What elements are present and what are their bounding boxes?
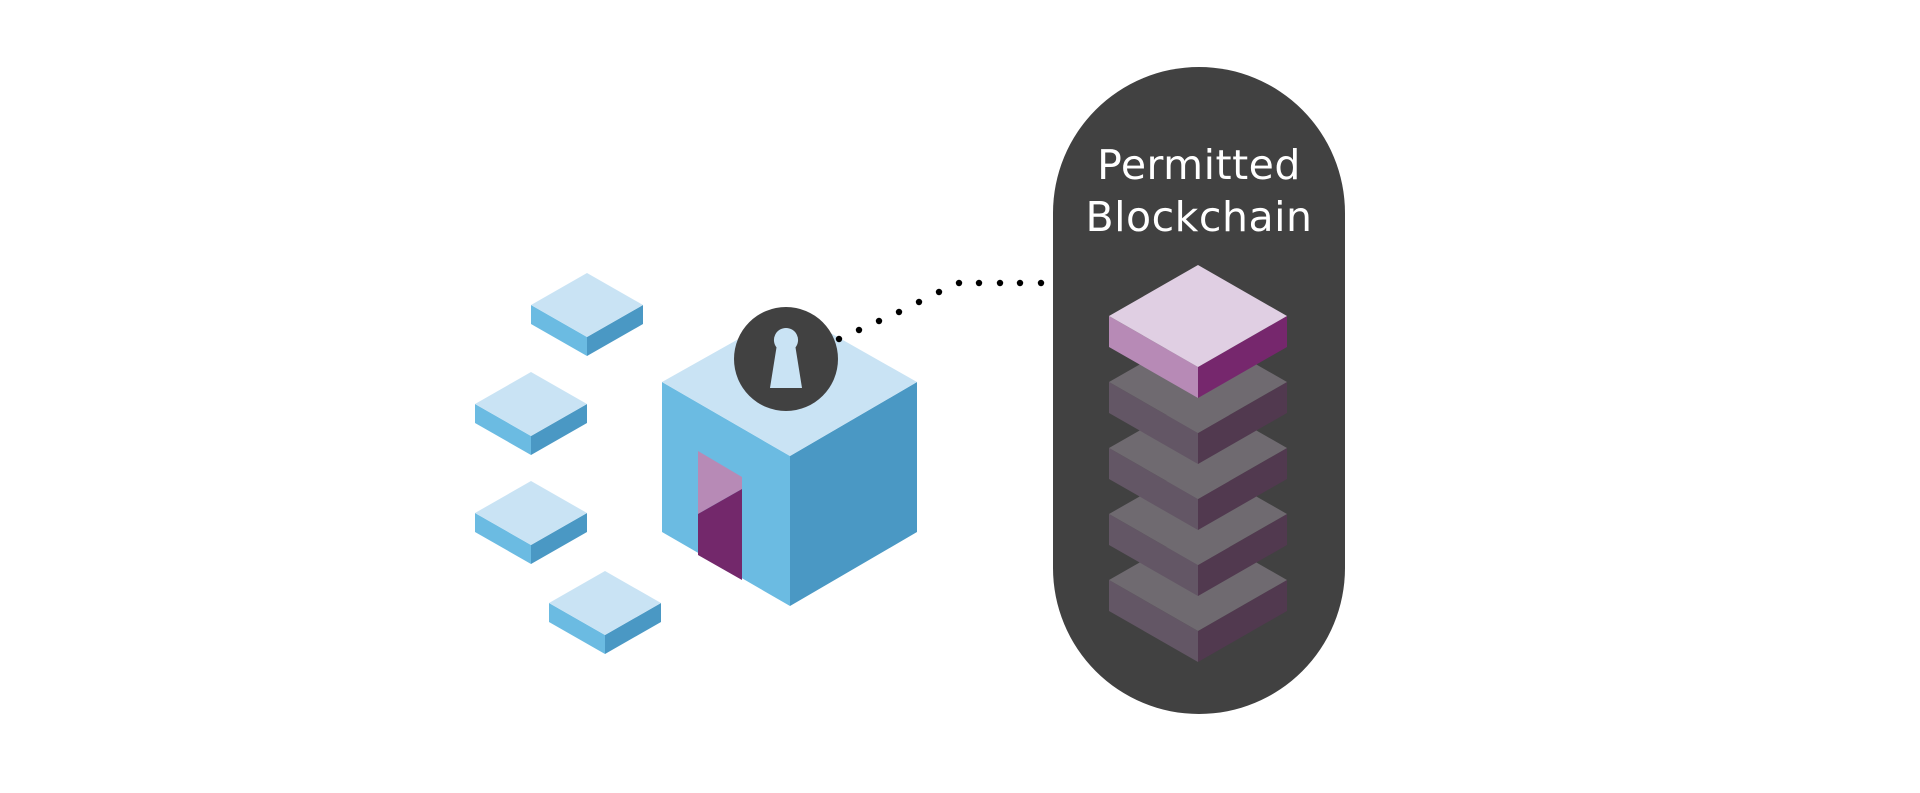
door-lower-panel: [698, 489, 742, 580]
keyhole-icon: [770, 327, 802, 388]
chain-block-1-right-face: [1198, 316, 1287, 398]
data-tile-3: [475, 481, 587, 564]
connector-dot: [895, 308, 903, 316]
data-tile-2-left-face: [475, 404, 531, 455]
lock-badge: [734, 307, 838, 411]
connector-dot: [996, 279, 1004, 287]
chain-block-4-left-face: [1109, 514, 1198, 596]
chain-block-5-left-face: [1109, 580, 1198, 662]
connector-dot: [955, 279, 963, 287]
cube-right-face: [790, 382, 917, 606]
data-tile-1-left-face: [531, 305, 587, 356]
data-tile-3-right-face: [531, 513, 587, 564]
door-upper-panel: [698, 451, 742, 514]
chain-block-5-right-face: [1198, 580, 1287, 662]
pill-title-line-2: Blockchain: [1085, 193, 1313, 241]
connector-dot: [1037, 279, 1045, 287]
connector-dot: [975, 279, 983, 287]
data-tile-2: [475, 372, 587, 455]
connector-dot: [1016, 279, 1024, 287]
data-tiles-group: [475, 273, 661, 654]
dotted-connector: [835, 279, 1045, 343]
data-tile-4-left-face: [549, 603, 605, 654]
chain-block-3-right-face: [1198, 448, 1287, 530]
chain-block-3-left-face: [1109, 448, 1198, 530]
pill-title-line-1: Permitted: [1097, 141, 1301, 189]
data-tile-4-right-face: [605, 603, 661, 654]
data-tile-2-right-face: [531, 404, 587, 455]
chain-block-1: [1109, 265, 1287, 398]
connector-dot: [935, 288, 943, 296]
chain-block-2-left-face: [1109, 382, 1198, 464]
blockchain-stack: [1109, 265, 1287, 662]
data-tile-3-left-face: [475, 513, 531, 564]
chain-block-1-left-face: [1109, 316, 1198, 398]
connector-dot: [835, 335, 843, 343]
data-tile-4-top-face: [549, 571, 661, 635]
data-tile-1-right-face: [587, 305, 643, 356]
data-tile-4: [549, 571, 661, 654]
data-tile-3-top-face: [475, 481, 587, 545]
connector-dot: [875, 317, 883, 325]
connector-dot: [855, 326, 863, 334]
chain-block-2-right-face: [1198, 382, 1287, 464]
connector-dot: [915, 298, 923, 306]
data-tile-1-top-face: [531, 273, 643, 337]
chain-block-4-right-face: [1198, 514, 1287, 596]
data-tile-2-top-face: [475, 372, 587, 436]
data-tile-1: [531, 273, 643, 356]
chain-block-1-top-face: [1109, 265, 1287, 367]
